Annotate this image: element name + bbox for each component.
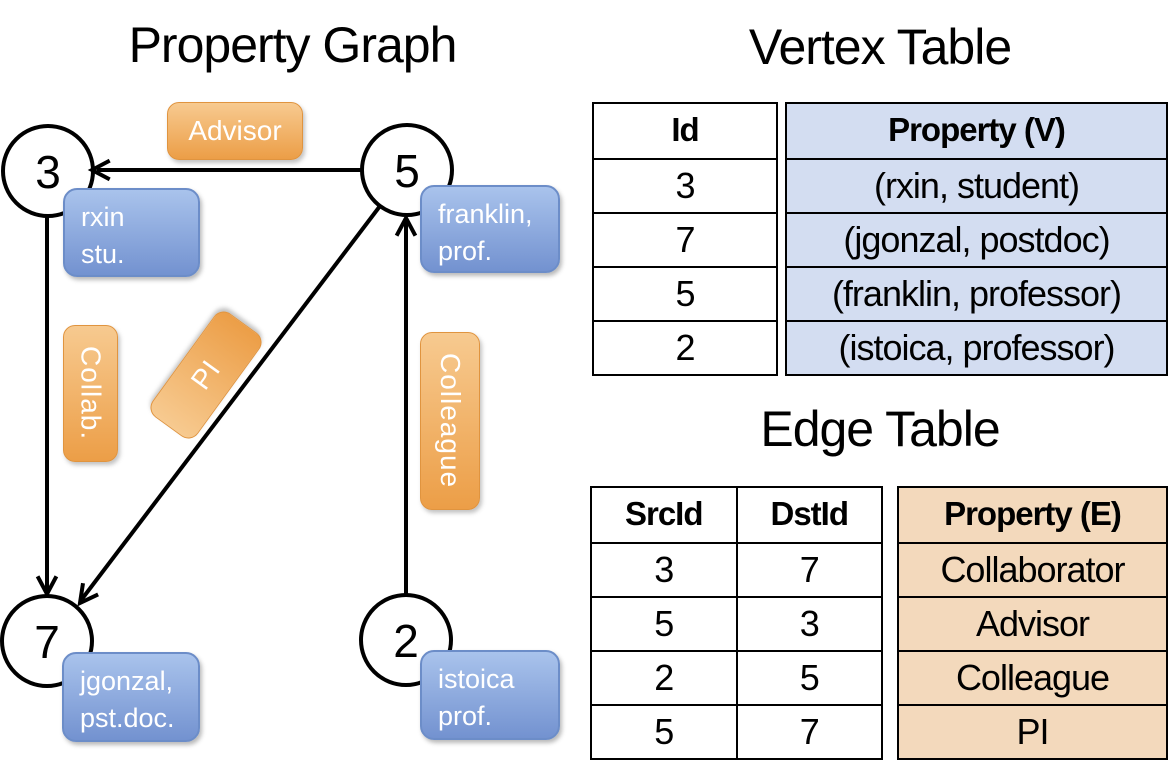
edge-label-collab: Collab.	[63, 325, 118, 462]
edge-dstid-cell: 7	[737, 542, 881, 596]
edge-srcid-cell: 5	[592, 596, 736, 650]
node-2-property-box: istoica prof.	[420, 650, 560, 740]
node-5-id: 5	[394, 145, 420, 197]
edge-table-title: Edge Table	[760, 401, 1000, 457]
node-7-property-line1: jgonzal,	[80, 666, 174, 696]
node-5-property-box: franklin, prof.	[420, 185, 560, 273]
arrowhead-into-5	[394, 213, 418, 237]
property-graph-title: Property Graph	[128, 17, 458, 73]
node-5-property-line1: franklin,	[438, 199, 533, 229]
vertex-id-cell: 2	[594, 320, 776, 374]
edge-label-advisor: Advisor	[167, 102, 303, 160]
edge-srcid-cell: 2	[592, 650, 736, 704]
edge-dstid-cell: 7	[737, 704, 881, 758]
edge-property-cell: Advisor	[899, 596, 1166, 650]
vertex-table-title: Vertex Table	[748, 19, 1012, 75]
edge-property-cell: Colleague	[899, 650, 1166, 704]
edge-table-property-column: Property (E) Collaborator Advisor Collea…	[897, 486, 1168, 760]
node-2-id: 2	[393, 615, 419, 667]
node-3-property-line2: stu.	[81, 239, 125, 269]
node-3-id: 3	[35, 146, 61, 198]
arrowhead-into-3	[87, 158, 111, 182]
arrowhead-into-7-vertical	[35, 575, 59, 599]
node-2-property-line2: prof.	[438, 701, 493, 731]
vertex-property-cell: (franklin, professor)	[787, 266, 1166, 320]
vertex-property-cell: (rxin, student)	[787, 158, 1166, 212]
edge-dstid-cell: 3	[737, 596, 881, 650]
node-5-property-line2: prof.	[438, 236, 493, 266]
vertex-property-cell: (istoica, professor)	[787, 320, 1166, 374]
edge-table-dstid-column: DstId 7 3 5 7	[735, 488, 881, 758]
node-7-id: 7	[34, 616, 60, 668]
edge-table-srcid-header: SrcId	[624, 495, 704, 532]
arrowhead-into-7-diagonal	[77, 582, 99, 607]
node-3-property-box: rxin stu.	[63, 188, 200, 277]
edge-property-cell: Collaborator	[899, 542, 1166, 596]
edge-label-colleague-text: Colleague	[435, 353, 466, 489]
edge-label-collab-text: Collab.	[75, 346, 107, 441]
vertex-id-cell: 7	[594, 212, 776, 266]
edge-label-pi-text: PI	[184, 354, 227, 396]
edge-label-colleague: Colleague	[420, 332, 480, 510]
vertex-id-cell: 3	[594, 158, 776, 212]
vertex-table-id-header: Id	[671, 111, 699, 148]
edge-srcid-cell: 5	[592, 704, 736, 758]
node-7-property-line2: pst.doc.	[80, 703, 175, 733]
vertex-id-cell: 5	[594, 266, 776, 320]
vertex-table-id-column: Id 3 7 5 2	[592, 102, 778, 376]
edge-label-advisor-text: Advisor	[188, 115, 282, 146]
edge-dstid-cell: 5	[737, 650, 881, 704]
vertex-property-cell: (jgonzal, postdoc)	[787, 212, 1166, 266]
vertex-table-property-header: Property (V)	[787, 104, 1166, 158]
edge-srcid-cell: 3	[592, 542, 736, 596]
edge-property-cell: PI	[899, 704, 1166, 758]
edge-table-dstid-header: DstId	[770, 495, 849, 532]
node-3-property-line1: rxin	[81, 202, 125, 232]
edge-5-to-7	[80, 204, 382, 601]
edge-table-property-header: Property (E)	[899, 488, 1166, 542]
edge-table-id-columns: SrcId 3 5 2 5 DstId 7 3 5 7	[590, 486, 883, 760]
node-7-property-box: jgonzal, pst.doc.	[62, 652, 200, 742]
node-2-property-line1: istoica	[438, 664, 515, 694]
edge-table-srcid-column: SrcId 3 5 2 5	[592, 488, 736, 758]
vertex-table-property-column: Property (V) (rxin, student) (jgonzal, p…	[785, 102, 1168, 376]
